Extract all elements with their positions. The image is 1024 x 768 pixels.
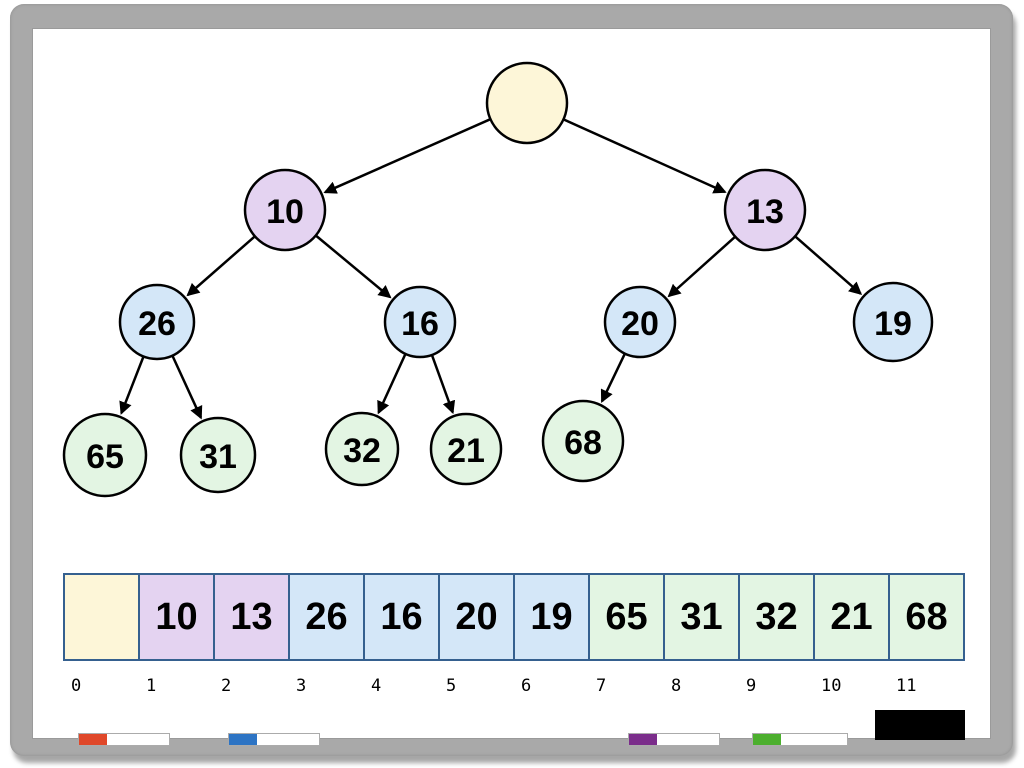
array-cell-value: 10 — [155, 595, 198, 638]
array-cell-value: 20 — [455, 595, 498, 638]
array-cell-value: 16 — [380, 595, 423, 638]
array-cell-value: 65 — [605, 595, 648, 638]
array-index-3: 3 — [296, 676, 307, 696]
array-cell-6: 19 — [513, 573, 590, 661]
array-cell-3: 26 — [288, 573, 365, 661]
heap-array-cells: 10 13 26 16 20 19 65 31 32 21 68 — [63, 573, 965, 661]
array-index-7: 7 — [596, 676, 607, 696]
heap-array: 10 13 26 16 20 19 65 31 32 21 68 0 1 2 3 4 5 6 7 8 9 10 11 — [63, 573, 965, 696]
array-index-5: 5 — [446, 676, 457, 696]
array-cell-value: 19 — [530, 595, 573, 638]
array-index-2: 2 — [221, 676, 232, 696]
array-cell-5: 20 — [438, 573, 515, 661]
array-index-9: 9 — [746, 676, 757, 696]
array-cell-value: 13 — [230, 595, 273, 638]
array-index-10: 10 — [821, 676, 842, 696]
array-index-8: 8 — [671, 676, 682, 696]
array-cell-4: 16 — [363, 573, 440, 661]
array-cell-2: 13 — [213, 573, 290, 661]
array-index-4: 4 — [371, 676, 382, 696]
array-cell-11: 68 — [888, 573, 965, 661]
array-index-6: 6 — [521, 676, 532, 696]
array-cell-value: 26 — [305, 595, 348, 638]
array-cell-1: 10 — [138, 573, 215, 661]
array-cell-7: 65 — [588, 573, 665, 661]
array-index-1: 1 — [146, 676, 157, 696]
array-index-11: 11 — [896, 676, 917, 696]
array-cell-value: 21 — [830, 595, 873, 638]
array-index-0: 0 — [71, 676, 82, 696]
array-cell-10: 21 — [813, 573, 890, 661]
array-cell-8: 31 — [663, 573, 740, 661]
heap-array-indices: 0 1 2 3 4 5 6 7 8 9 10 11 — [63, 676, 965, 696]
array-cell-value: 68 — [905, 595, 948, 638]
array-cell-9: 32 — [738, 573, 815, 661]
array-cell-value: 32 — [755, 595, 798, 638]
array-cell-value: 31 — [680, 595, 723, 638]
array-cell-0 — [63, 573, 140, 661]
